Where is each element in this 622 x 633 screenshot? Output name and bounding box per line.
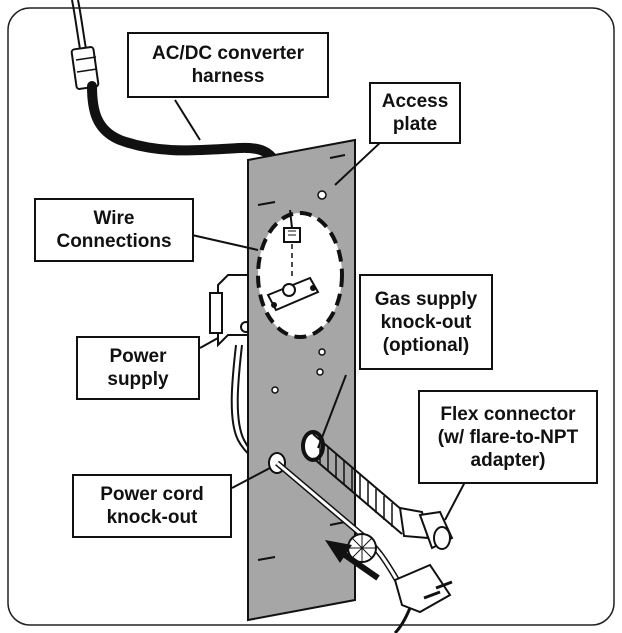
callout-line: Power cord xyxy=(100,484,204,505)
callout-line: adapter) xyxy=(470,449,546,471)
callout-line: knock-out xyxy=(106,507,198,528)
callout-line: plate xyxy=(392,114,438,135)
wire-connections-area xyxy=(256,209,344,339)
callout-flex-connector: Flex connector (w/ flare-to-NPT adapter) xyxy=(418,390,598,484)
leader-power-supply xyxy=(199,337,219,349)
leader-flex-connector xyxy=(444,479,467,521)
callout-line: AC/DC converter xyxy=(151,43,305,64)
callout-line: harness xyxy=(191,66,265,87)
callout-power-cord-knock-out: Power cord knock-out xyxy=(72,474,232,538)
flex-connector xyxy=(301,430,454,550)
callout-gas-supply-knock-out: Gas supply knock-out (optional) xyxy=(359,274,493,370)
harness-cable xyxy=(70,0,280,167)
callout-access-plate: Access plate xyxy=(369,82,461,144)
leader-lines xyxy=(174,99,467,521)
callout-line: Access xyxy=(381,91,449,112)
leader-harness xyxy=(174,99,201,141)
callout-line: Flex connector xyxy=(440,403,576,425)
callout-line: Gas supply xyxy=(374,288,478,310)
callout-line: (optional) xyxy=(382,334,470,356)
leader-wire-connections xyxy=(191,234,259,251)
callout-line: Wire xyxy=(93,208,135,229)
power-supply-box xyxy=(209,274,265,471)
callout-line: Power xyxy=(109,346,167,367)
callout-line: Connections xyxy=(56,231,172,252)
leader-power-cord xyxy=(231,467,271,489)
leader-gas-supply xyxy=(317,374,347,449)
callout-line: (w/ flare-to-NPT xyxy=(437,426,579,448)
leader-access-plate xyxy=(334,139,384,186)
callout-line: supply xyxy=(107,369,169,390)
diagram-frame xyxy=(7,7,615,626)
callout-ac-dc-converter-harness: AC/DC converter harness xyxy=(127,32,329,98)
callout-line: knock-out xyxy=(380,311,472,333)
insertion-arrow xyxy=(325,540,380,581)
power-cord xyxy=(268,452,453,633)
callout-wire-connections: Wire Connections xyxy=(34,198,194,262)
callout-power-supply: Power supply xyxy=(76,336,200,400)
